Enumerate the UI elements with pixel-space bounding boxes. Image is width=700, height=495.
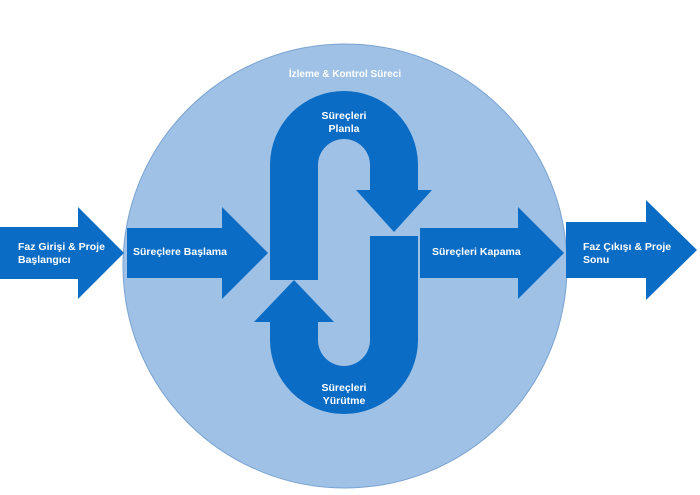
circle-title: İzleme & Kontrol Süreci	[288, 69, 402, 80]
phase-entry-line-1: Faz Girişi & Proje	[18, 241, 105, 253]
execute-loop-arrow	[254, 236, 418, 414]
phase-entry-label: Faz Girişi & Proje Başlangıcı	[18, 241, 128, 267]
phase-exit-arrow	[566, 200, 697, 300]
execute-line-1: Süreçleri	[321, 382, 367, 394]
phase-exit-line-1: Faz Çıkışı & Proje	[583, 241, 672, 253]
close-processes-arrow	[420, 207, 564, 299]
phase-exit-line-2: Sonu	[583, 254, 610, 266]
start-processes-label: Süreçlere Başlama	[133, 246, 227, 258]
execute-processes-label: Süreçleri Yürütme	[294, 382, 394, 408]
phase-entry-line-2: Başlangıcı	[18, 254, 71, 266]
plan-line-1: Süreçleri	[321, 110, 367, 122]
phase-entry-arrow	[0, 207, 124, 299]
plan-loop-arrow	[270, 91, 432, 280]
plan-line-2: Planla	[328, 123, 360, 135]
plan-processes-label: Süreçleri Planla	[294, 110, 394, 136]
start-processes-arrow	[127, 207, 268, 299]
close-processes-label: Süreçleri Kapama	[432, 246, 521, 258]
phase-exit-label: Faz Çıkışı & Proje Sonu	[583, 241, 693, 267]
execute-line-2: Yürütme	[322, 395, 366, 407]
